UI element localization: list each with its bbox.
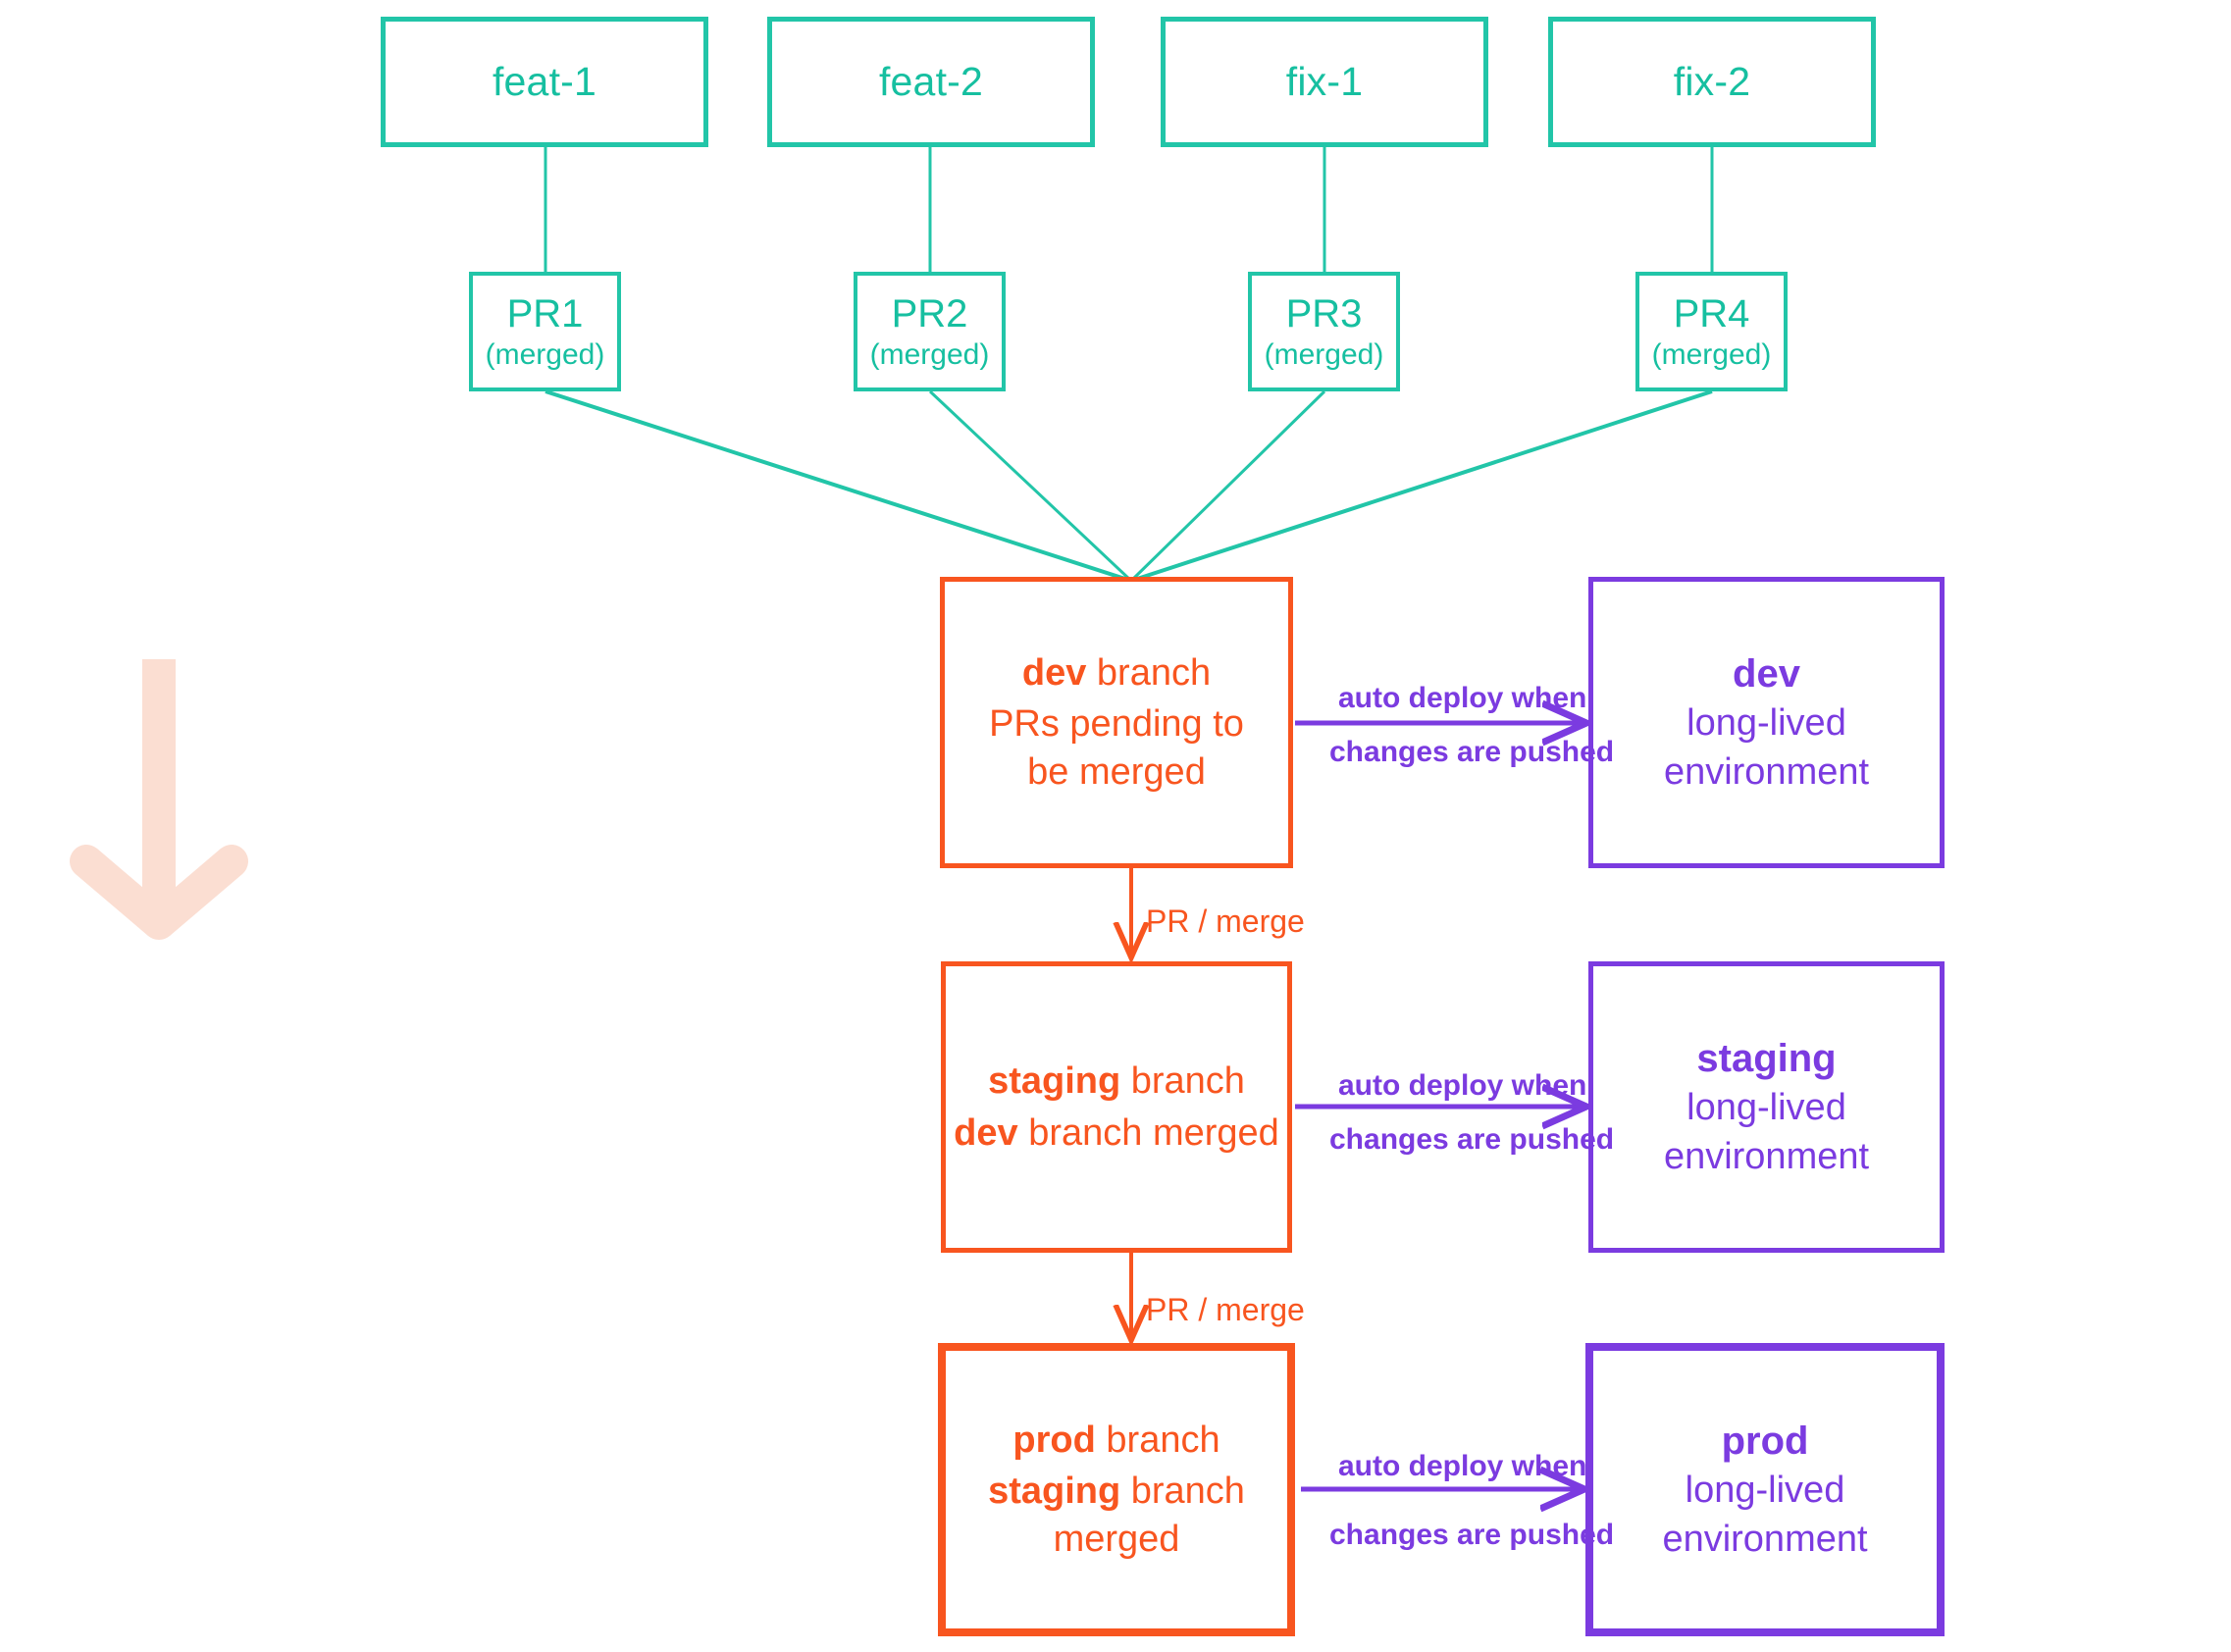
pr-status: (merged) xyxy=(485,337,605,371)
feature-branch-box-feat-1[interactable]: feat-1 xyxy=(381,17,708,147)
deploy-label-dev-bottom: changes are pushed xyxy=(1329,736,1615,768)
environment-name: staging xyxy=(1696,1037,1837,1081)
branch-title-prod: prod branch xyxy=(1012,1417,1219,1465)
pull-request-box-pr2[interactable]: PR2 (merged) xyxy=(854,272,1006,391)
branch-name: prod xyxy=(1012,1419,1096,1461)
branch-box-prod[interactable]: prod branch staging branch merged xyxy=(938,1343,1295,1636)
pr-title: PR3 xyxy=(1285,291,1363,336)
pr-title: PR2 xyxy=(891,291,968,336)
branch-detail-text: PRs pending to be merged xyxy=(989,703,1244,793)
edge-pr4-dev xyxy=(1130,389,1713,583)
deploy-label-prod-top: auto deploy when xyxy=(1338,1450,1587,1482)
branch-detail-bold: dev xyxy=(954,1111,1018,1154)
branch-name: dev xyxy=(1021,651,1087,694)
branch-name: staging xyxy=(988,1059,1121,1102)
pull-request-box-pr1[interactable]: PR1 (merged) xyxy=(469,272,621,391)
feature-branch-box-fix-2[interactable]: fix-2 xyxy=(1548,17,1876,147)
edge-pr1-dev xyxy=(545,389,1132,583)
feature-branch-label: feat-2 xyxy=(878,59,984,104)
pr-status: (merged) xyxy=(869,337,990,371)
environment-name: prod xyxy=(1721,1420,1809,1464)
environment-box-prod[interactable]: prod long-lived environment xyxy=(1585,1343,1945,1636)
deploy-label-staging-top: auto deploy when xyxy=(1338,1069,1587,1102)
branch-detail-text: branch merged xyxy=(1053,1471,1245,1560)
environment-line1: long-lived xyxy=(1686,1087,1846,1129)
branch-box-dev[interactable]: dev branch PRs pending to be merged xyxy=(940,577,1293,868)
feature-branch-label: fix-1 xyxy=(1285,59,1364,104)
branch-name-suffix: branch xyxy=(1120,1059,1245,1102)
branch-detail-bold: staging xyxy=(988,1471,1121,1513)
environment-line2: environment xyxy=(1663,1135,1870,1177)
branch-detail-prod: staging branch merged xyxy=(979,1468,1254,1563)
edge-pr2-dev xyxy=(928,389,1133,583)
branch-title-staging: staging branch xyxy=(988,1058,1245,1106)
environment-line2: environment xyxy=(1663,750,1870,793)
environment-line1: long-lived xyxy=(1685,1470,1845,1512)
branch-detail-text: branch merged xyxy=(1017,1111,1279,1154)
branch-name-suffix: branch xyxy=(1086,651,1212,694)
environment-line2: environment xyxy=(1662,1518,1868,1560)
pr-title: PR4 xyxy=(1673,291,1750,336)
pr-status: (merged) xyxy=(1651,337,1772,371)
deploy-label-prod-bottom: changes are pushed xyxy=(1329,1519,1615,1551)
environment-box-dev[interactable]: dev long-lived environment xyxy=(1588,577,1945,868)
downward-flow-arrow-icon xyxy=(70,659,248,940)
pull-request-box-pr3[interactable]: PR3 (merged) xyxy=(1248,272,1400,391)
branch-box-staging[interactable]: staging branch dev branch merged xyxy=(941,961,1292,1253)
branch-title-dev: dev branch xyxy=(1022,649,1211,697)
branch-detail-dev: PRs pending to be merged xyxy=(974,700,1259,796)
feature-branch-box-feat-2[interactable]: feat-2 xyxy=(767,17,1095,147)
branch-name-suffix: branch xyxy=(1095,1419,1220,1461)
branch-detail-staging: dev branch merged xyxy=(954,1110,1279,1158)
pr-title: PR1 xyxy=(506,291,584,336)
deploy-label-staging-bottom: changes are pushed xyxy=(1329,1123,1615,1156)
pull-request-box-pr4[interactable]: PR4 (merged) xyxy=(1635,272,1788,391)
merge-label-staging-prod: PR / merge xyxy=(1146,1292,1305,1327)
environment-name: dev xyxy=(1733,652,1800,697)
feature-branch-box-fix-1[interactable]: fix-1 xyxy=(1161,17,1488,147)
feature-branch-label: feat-1 xyxy=(492,59,597,104)
environment-box-staging[interactable]: staging long-lived environment xyxy=(1588,961,1945,1253)
deploy-label-dev-top: auto deploy when xyxy=(1338,682,1587,714)
environment-line1: long-lived xyxy=(1686,702,1846,745)
merge-label-dev-staging: PR / merge xyxy=(1146,903,1305,939)
edge-pr3-dev xyxy=(1129,389,1326,583)
pr-status: (merged) xyxy=(1264,337,1384,371)
feature-branch-label: fix-2 xyxy=(1673,59,1751,104)
